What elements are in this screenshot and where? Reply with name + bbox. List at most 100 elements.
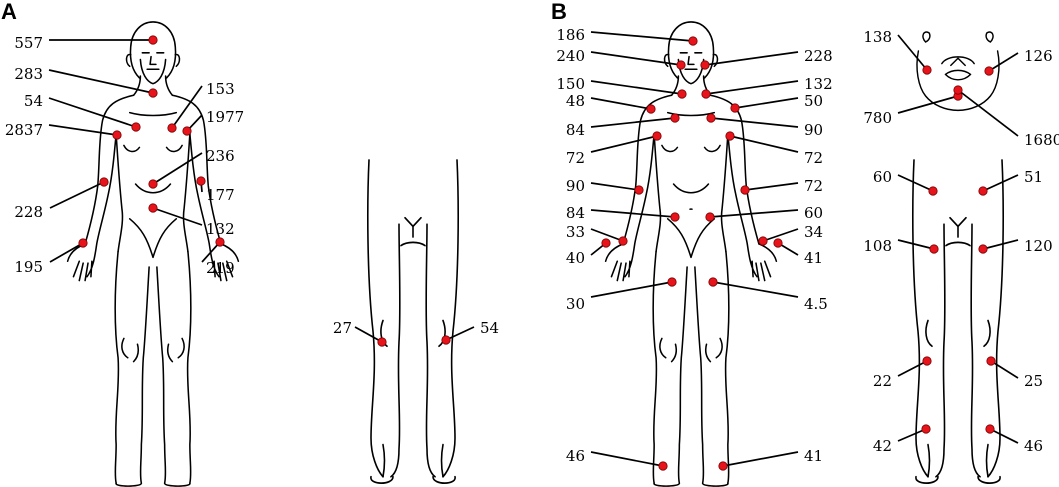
- annotation-b-13: 132: [701, 75, 833, 99]
- leader-line: [704, 51, 799, 66]
- annotation-a-11: 219: [201, 237, 235, 277]
- count-label: 72: [566, 149, 585, 167]
- leader-line: [710, 117, 799, 128]
- leader-line: [712, 281, 799, 298]
- count-label: 50: [804, 92, 823, 110]
- count-label: 4.5: [804, 295, 828, 313]
- count-label: 54: [480, 319, 499, 337]
- annotation-b-0: 186: [556, 26, 698, 46]
- count-label: 46: [1024, 437, 1043, 455]
- annotation-b-8: 33: [566, 223, 628, 246]
- count-label: 54: [24, 92, 43, 110]
- annotation-b-10: 30: [566, 277, 677, 313]
- count-label: 84: [566, 204, 585, 222]
- annotation-b-21: 4.5: [708, 277, 828, 313]
- annotation-b-1: 240: [556, 47, 686, 70]
- leader-line: [897, 174, 934, 192]
- count-label: 51: [1024, 168, 1043, 186]
- annotation-b-24: 126: [984, 47, 1053, 76]
- leader-line: [990, 360, 1019, 379]
- panel-b-full-body-figure: [604, 21, 778, 487]
- annotation-b-33: 42: [873, 424, 931, 455]
- leader-line: [49, 242, 84, 263]
- annotation-a-13: 54: [441, 319, 499, 345]
- site-marker: [677, 89, 687, 99]
- leader-line: [590, 281, 673, 298]
- site-marker: [706, 113, 716, 123]
- annotation-b-9: 40: [566, 238, 611, 267]
- leader-line: [957, 89, 1019, 137]
- annotation-a-6: 153: [167, 80, 235, 133]
- annotation-b-5: 72: [566, 131, 662, 167]
- annotation-b-31: 22: [873, 356, 932, 390]
- site-marker: [676, 60, 686, 70]
- annotation-b-27: 60: [873, 168, 938, 196]
- count-label: 1680: [1024, 131, 1059, 149]
- count-label: 240: [556, 47, 585, 65]
- leader-line: [354, 326, 383, 343]
- annotation-a-0: 557: [14, 34, 158, 52]
- count-label: 132: [804, 75, 833, 93]
- annotation-b-22: 41: [718, 447, 823, 471]
- annotation-b-6: 90: [566, 177, 644, 195]
- annotation-a-1: 283: [14, 65, 158, 98]
- annotation-b-17: 72: [740, 177, 823, 195]
- site-marker: [670, 113, 680, 123]
- count-label: 177: [206, 186, 235, 204]
- leader-line: [734, 97, 799, 109]
- count-label: 41: [804, 447, 823, 465]
- leader-line: [988, 52, 1019, 72]
- site-marker: [167, 123, 177, 133]
- site-marker: [148, 203, 158, 213]
- count-label: 27: [333, 319, 352, 337]
- count-label: 283: [14, 65, 43, 83]
- count-label: 120: [1024, 237, 1053, 255]
- annotation-a-5: 195: [14, 238, 88, 276]
- annotation-a-10: 132: [148, 203, 235, 238]
- site-marker: [78, 238, 88, 248]
- leader-line: [705, 80, 799, 95]
- leader-line: [897, 428, 927, 442]
- annotation-b-4: 84: [566, 113, 680, 139]
- leader-line: [744, 182, 799, 191]
- leader-line: [590, 209, 676, 218]
- site-marker: [740, 185, 750, 195]
- count-label: 132: [206, 220, 235, 238]
- annotation-b-16: 72: [725, 131, 823, 167]
- site-marker: [985, 424, 995, 434]
- count-label: 48: [566, 92, 585, 110]
- site-marker: [148, 88, 158, 98]
- site-marker: [148, 179, 158, 189]
- site-marker: [984, 66, 994, 76]
- site-marker: [634, 185, 644, 195]
- leader-line: [590, 51, 682, 66]
- site-marker: [182, 126, 192, 136]
- count-label: 195: [14, 258, 43, 276]
- leader-line: [729, 135, 799, 153]
- count-label: 72: [804, 149, 823, 167]
- site-marker: [148, 35, 158, 45]
- annotation-b-23: 138: [863, 28, 932, 75]
- leader-line: [590, 135, 658, 153]
- leader-line: [590, 228, 624, 242]
- site-marker: [708, 277, 718, 287]
- leader-line: [48, 97, 137, 128]
- leader-line: [897, 95, 959, 114]
- annotation-b-20: 41: [773, 238, 823, 267]
- count-label: 33: [566, 223, 585, 241]
- site-marker: [730, 103, 740, 113]
- panel-label-a: A: [1, 0, 17, 24]
- site-marker: [929, 244, 939, 254]
- site-marker: [758, 236, 768, 246]
- count-label: 34: [804, 223, 823, 241]
- leader-line: [989, 428, 1019, 444]
- count-label: 228: [804, 47, 833, 65]
- site-marker: [441, 335, 451, 345]
- site-marker: [646, 104, 656, 114]
- annotation-a-12: 27: [333, 319, 387, 347]
- annotation-b-19: 34: [758, 223, 823, 246]
- count-label: 153: [206, 80, 235, 98]
- annotation-b-18: 60: [705, 204, 823, 222]
- count-label: 41: [804, 249, 823, 267]
